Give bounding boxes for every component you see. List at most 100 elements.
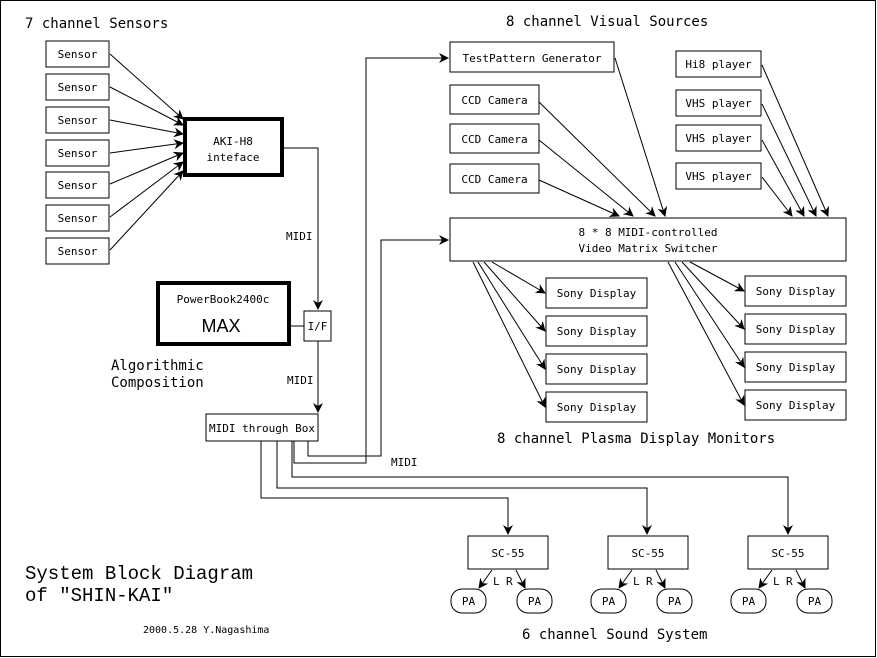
display-box: Sony Display — [545, 391, 648, 423]
sensor-box: Sensor — [45, 237, 110, 265]
display-box: Sony Display — [744, 313, 847, 345]
ccd-camera-box: CCD Camera — [449, 84, 540, 115]
svg-text:R: R — [506, 575, 513, 588]
svg-text:Sony Display: Sony Display — [557, 287, 637, 300]
svg-text:CCD Camera: CCD Camera — [461, 94, 527, 107]
if-box: I/F — [303, 310, 332, 342]
sensor-box: Sensor — [45, 106, 110, 134]
svg-text:Sensor: Sensor — [58, 48, 98, 61]
ccd-camera-box: CCD Camera — [449, 123, 540, 154]
midi-label-right: MIDI — [391, 456, 418, 469]
powerbook-box: PowerBook2400c MAX — [156, 281, 291, 346]
svg-text:SC-55: SC-55 — [631, 547, 664, 560]
sensor-box: Sensor — [45, 171, 110, 199]
svg-text:I/F: I/F — [308, 320, 328, 333]
svg-text:L: L — [493, 575, 500, 588]
svg-text:inteface: inteface — [207, 151, 260, 164]
svg-text:VHS player: VHS player — [685, 97, 752, 110]
sensor-box: Sensor — [45, 73, 110, 101]
svg-text:L: L — [633, 575, 640, 588]
svg-text:Sensor: Sensor — [58, 114, 98, 127]
algorithmic-caption-line1: Algorithmic — [111, 358, 204, 374]
svg-text:PowerBook2400c: PowerBook2400c — [177, 293, 270, 306]
midi-wire-to-switcher — [307, 235, 449, 457]
ccd-camera-box: CCD Camera — [449, 163, 540, 194]
svg-text:Video Matrix Switcher: Video Matrix Switcher — [578, 242, 717, 255]
svg-text:Sony Display: Sony Display — [756, 285, 836, 298]
svg-text:Sony Display: Sony Display — [756, 399, 836, 412]
vhs-player-box: VHS player — [675, 124, 762, 152]
sensor-box: Sensor — [45, 139, 110, 167]
svg-text:VHS player: VHS player — [685, 132, 752, 145]
svg-text:PA: PA — [528, 595, 542, 608]
display-box: Sony Display — [744, 389, 847, 421]
midi-wire-to-test-pattern — [293, 53, 449, 464]
svg-text:Hi8 player: Hi8 player — [685, 58, 752, 71]
svg-text:L: L — [773, 575, 780, 588]
sensor-group: Sensor Sensor Sensor Sensor Sensor Senso… — [45, 40, 110, 265]
sensor-box: Sensor — [45, 40, 110, 68]
svg-text:PA: PA — [668, 595, 682, 608]
midi-through-box: MIDI through Box — [205, 413, 319, 442]
svg-text:SC-55: SC-55 — [771, 547, 804, 560]
svg-text:PA: PA — [742, 595, 756, 608]
diagram-credit: 2000.5.28 Y.Nagashima — [143, 625, 269, 636]
svg-text:CCD Camera: CCD Camera — [461, 173, 527, 186]
visual-section-title: 8 channel Visual Sources — [506, 14, 708, 30]
sensor-arrows — [109, 53, 184, 251]
svg-text:R: R — [786, 575, 793, 588]
hi8-player-box: Hi8 player — [675, 50, 762, 78]
svg-text:PA: PA — [808, 595, 822, 608]
display-box: Sony Display — [744, 275, 847, 307]
svg-text:Sony Display: Sony Display — [557, 401, 637, 414]
display-section-title: 8 channel Plasma Display Monitors — [497, 431, 775, 447]
algorithmic-caption-line2: Composition — [111, 375, 204, 391]
video-matrix-switcher-box: 8 * 8 MIDI-controlled Video Matrix Switc… — [449, 217, 847, 262]
svg-text:Sony Display: Sony Display — [557, 363, 637, 376]
display-box: Sony Display — [545, 353, 648, 385]
display-box: Sony Display — [744, 351, 847, 383]
svg-text:Sensor: Sensor — [58, 245, 98, 258]
diagram-title-line1: System Block Diagram — [25, 563, 253, 585]
test-pattern-generator-box: TestPattern Generator — [449, 41, 615, 73]
midi-label-lower: MIDI — [287, 374, 314, 387]
sound-module: SC-55 L R PA PA — [450, 535, 553, 614]
display-arrows — [472, 261, 745, 408]
source-arrows — [538, 57, 829, 217]
sensor-box: Sensor — [45, 204, 110, 232]
svg-text:Sony Display: Sony Display — [756, 323, 836, 336]
midi-wire-to-sc55-1 — [260, 441, 513, 535]
midi-wire-to-sc55-3 — [291, 441, 793, 535]
svg-text:AKI-H8: AKI-H8 — [213, 135, 253, 148]
sound-module: SC-55 L R PA PA — [590, 535, 693, 614]
svg-text:TestPattern Generator: TestPattern Generator — [462, 52, 601, 65]
svg-text:VHS player: VHS player — [685, 170, 752, 183]
svg-text:Sensor: Sensor — [58, 147, 98, 160]
svg-text:SC-55: SC-55 — [491, 547, 524, 560]
svg-text:Sensor: Sensor — [58, 212, 98, 225]
aki-h8-interface-box: AKI-H8 inteface — [183, 117, 284, 177]
svg-text:PA: PA — [602, 595, 616, 608]
svg-text:PA: PA — [462, 595, 476, 608]
svg-text:Sensor: Sensor — [58, 81, 98, 94]
vhs-player-box: VHS player — [675, 162, 762, 190]
sound-module: SC-55 L R PA PA — [730, 535, 833, 614]
svg-text:Sensor: Sensor — [58, 179, 98, 192]
display-box: Sony Display — [545, 277, 648, 309]
vhs-player-box: VHS player — [675, 89, 762, 117]
diagram-title-line2: of "SHIN-KAI" — [25, 585, 173, 607]
svg-text:Sony Display: Sony Display — [557, 325, 637, 338]
svg-text:Sony Display: Sony Display — [756, 361, 836, 374]
svg-text:CCD Camera: CCD Camera — [461, 133, 527, 146]
midi-wire-to-sc55-2 — [276, 441, 652, 535]
midi-label-upper: MIDI — [286, 230, 313, 243]
svg-text:MIDI through Box: MIDI through Box — [209, 422, 315, 435]
midi-wire-interface-to-if — [283, 147, 323, 310]
svg-text:R: R — [646, 575, 653, 588]
display-box: Sony Display — [545, 315, 648, 347]
svg-text:8 * 8 MIDI-controlled: 8 * 8 MIDI-controlled — [578, 226, 717, 239]
sound-section-title: 6 channel Sound System — [522, 627, 707, 643]
svg-text:MAX: MAX — [201, 316, 240, 336]
